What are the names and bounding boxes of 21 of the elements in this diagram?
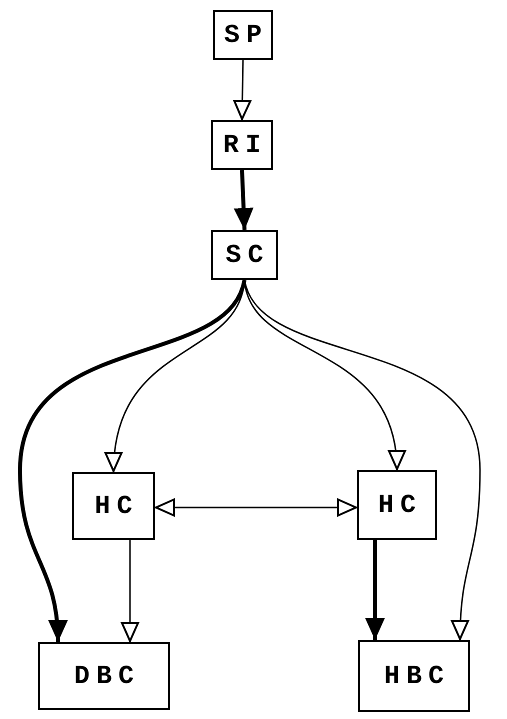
box-label: SC [224,238,270,272]
box-label: HBC [383,660,450,692]
box-label: HC [94,490,139,522]
process-box [38,642,170,710]
process-box [358,640,470,712]
arrow [121,540,139,642]
arrow [18,279,246,642]
box-label: SP [223,18,268,52]
box-label: DBC [73,660,140,692]
arrow [365,540,385,640]
process-box [213,10,273,60]
box-label: RI [222,128,268,162]
process-box [211,120,273,170]
process-box [72,472,155,540]
arrow [234,170,254,230]
process-box [357,470,437,540]
box-label: HC [377,488,422,522]
arrow [155,498,357,516]
arrow [233,60,252,120]
process-box [211,230,278,280]
arrow [244,280,481,640]
